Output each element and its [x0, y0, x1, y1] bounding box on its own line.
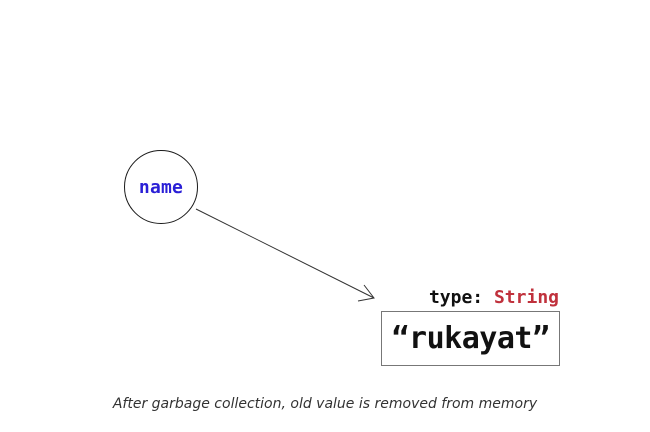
string-value-text: “rukayat” — [391, 321, 550, 356]
type-name-label: String — [493, 287, 559, 308]
type-annotation: type: String — [429, 286, 559, 310]
variable-name-label: name — [138, 176, 184, 198]
string-value-box: “rukayat” — [381, 311, 560, 366]
arrow-shaft — [195, 208, 375, 299]
diagram-caption: After garbage collection, old value is r… — [112, 396, 538, 412]
variable-node: name — [124, 150, 198, 224]
arrow-head — [357, 284, 375, 302]
type-key-label: type: — [428, 287, 484, 308]
